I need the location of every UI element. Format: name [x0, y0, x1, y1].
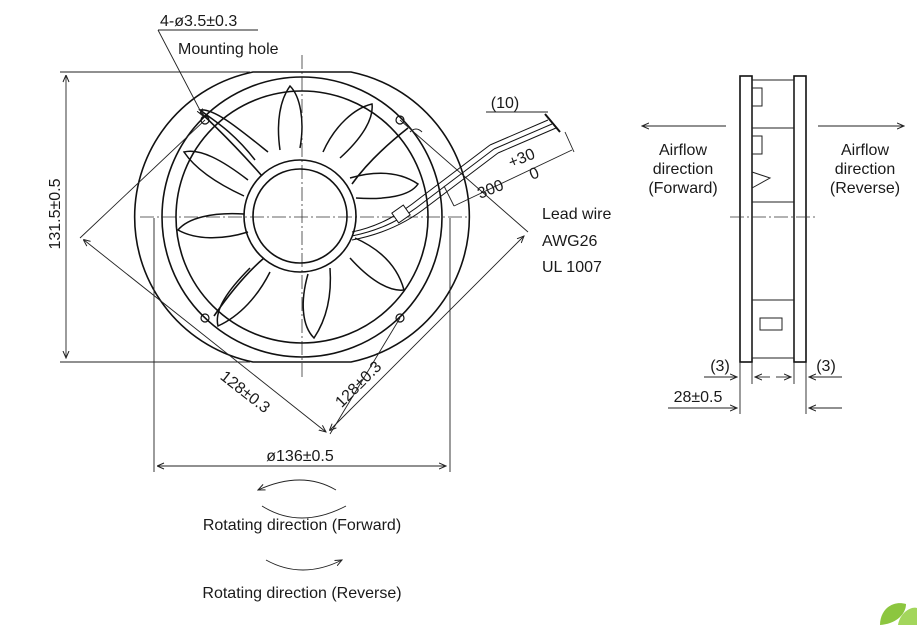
- mounting-holes: [200, 115, 405, 323]
- lead-wire-label: Lead wire: [542, 206, 611, 223]
- side-wire-exit: [751, 171, 772, 189]
- side-body: [751, 79, 795, 359]
- diag-left-label: 128±0.3: [217, 368, 273, 417]
- impeller-blades: [176, 84, 420, 340]
- wire-hook: [409, 128, 423, 133]
- rotation-indicators: Rotating direction (Forward) Rotating di…: [202, 479, 402, 602]
- rotation-reverse-label: Rotating direction (Reverse): [202, 585, 401, 602]
- lead-wire-bundle: [351, 113, 561, 241]
- airflow-reverse-line2: direction: [835, 161, 895, 178]
- rotation-forward-arrow: [258, 479, 337, 490]
- strut-top-right: [351, 127, 409, 185]
- green-leaf-logo-icon: [880, 603, 917, 625]
- depth-label: 28±0.5: [674, 389, 723, 406]
- hub-outer: [243, 159, 357, 273]
- lead-length-ext-start: [443, 185, 455, 207]
- side-flange-left: [739, 75, 753, 363]
- airflow-reverse-line1: Airflow: [841, 142, 889, 159]
- height-label: 131.5±0.5: [47, 178, 64, 249]
- side-label-2: [751, 135, 763, 155]
- side-view: Airflow direction (Forward) Airflow dire…: [642, 75, 904, 414]
- lead-length-dimension: [453, 149, 573, 207]
- front-view: 4-ø3.5±0.3 Mounting hole 131.5±0.5 128±0…: [47, 13, 611, 472]
- side-tab: [759, 317, 783, 331]
- airflow-forward-line3: (Forward): [648, 180, 717, 197]
- hub-inner: [252, 168, 348, 264]
- lead-offset-label: (10): [491, 95, 519, 112]
- diag-left-extension: [79, 119, 206, 239]
- diameter-label: ø136±0.5: [266, 448, 334, 465]
- side-flange-right: [793, 75, 807, 363]
- rotation-forward-label: Rotating direction (Forward): [203, 517, 401, 534]
- mounting-hole-leader: [157, 29, 203, 116]
- diag-right-dimension: [330, 236, 524, 430]
- diag-left-dimension: [84, 240, 326, 432]
- airflow-forward-line2: direction: [653, 161, 713, 178]
- strut-bottom-left: [213, 257, 265, 317]
- lead-length-label: 300: [475, 177, 506, 203]
- diag-right-extension: [399, 119, 529, 233]
- mounting-hole-spec-label: 4-ø3.5±0.3: [160, 13, 237, 30]
- gap-left-label: (3): [710, 358, 730, 375]
- gap-right-label: (3): [816, 358, 836, 375]
- airflow-forward-line1: Airflow: [659, 142, 707, 159]
- side-label-1: [751, 87, 763, 107]
- rotation-forward-arc: [261, 505, 347, 519]
- wire-clip: [391, 204, 411, 224]
- lead-wire-gauge: AWG26: [542, 233, 598, 250]
- lead-wire-standard: UL 1007: [542, 259, 602, 276]
- lead-length-ext-end: [564, 131, 575, 153]
- airflow-reverse-line3: (Reverse): [830, 180, 900, 197]
- mounting-hole-label: Mounting hole: [178, 41, 279, 58]
- diag-right-label: 128±0.3: [332, 358, 385, 411]
- lead-tolerance-zero: 0: [527, 165, 542, 184]
- rotation-reverse-arrow: [265, 560, 342, 571]
